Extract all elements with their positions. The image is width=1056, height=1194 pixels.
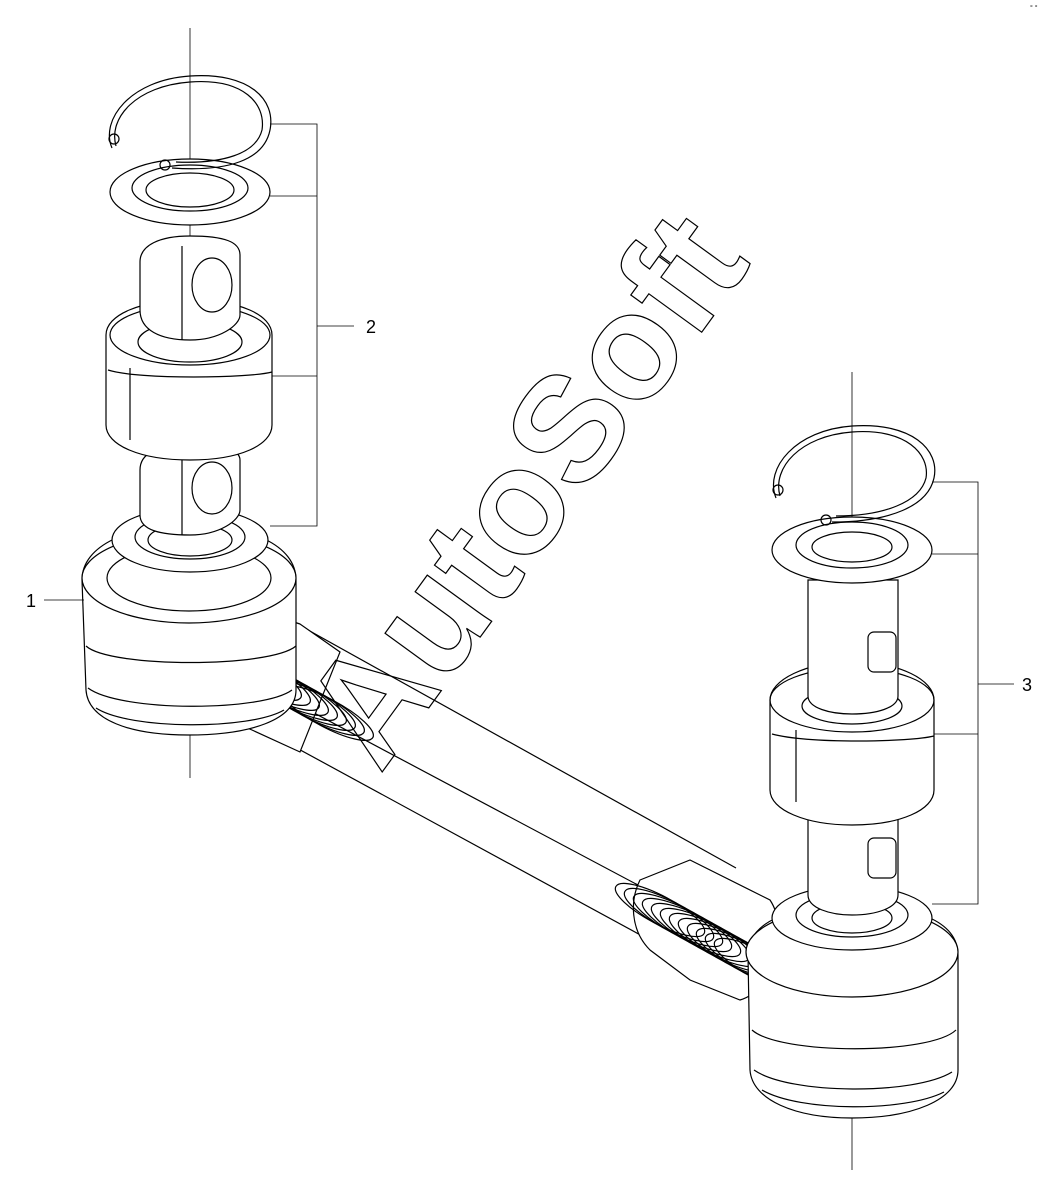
leader-bracket-2 — [270, 123, 354, 527]
watermark-logo: AutoSoft — [270, 183, 778, 794]
corner-mark: ° ° — [1030, 4, 1038, 12]
callout-1: 1 — [26, 591, 36, 611]
upper-bushing-assembly — [105, 75, 273, 573]
callout-2: 2 — [366, 317, 376, 337]
lower-bushing-assembly — [769, 425, 936, 951]
callout-3: 3 — [1022, 675, 1032, 695]
tie-rod-tube — [235, 619, 737, 951]
leader-bracket-3 — [932, 481, 1014, 905]
